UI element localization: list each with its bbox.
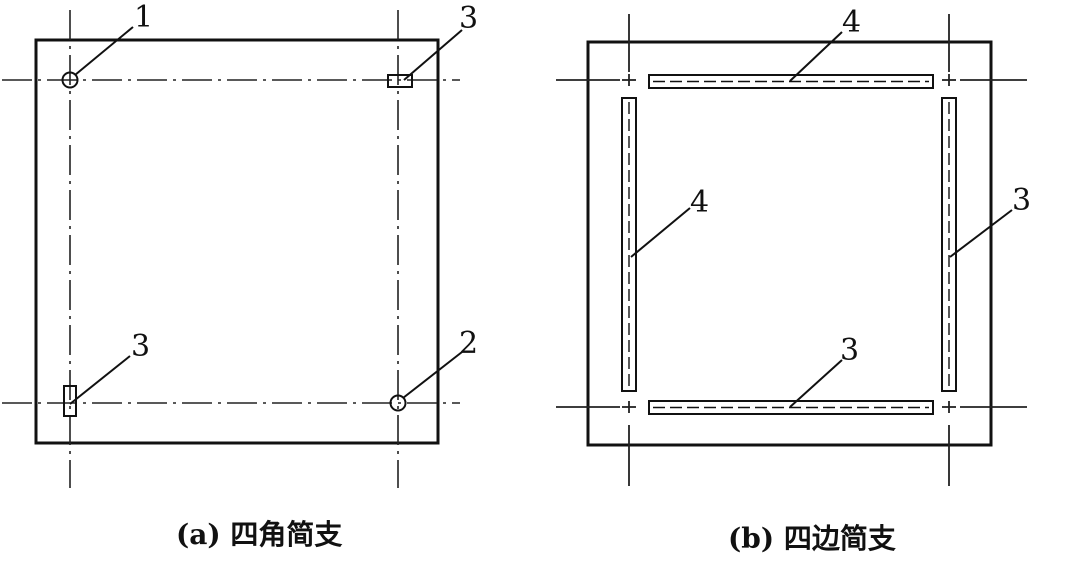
plate-b xyxy=(586,40,993,447)
edge-support-right xyxy=(941,97,957,392)
leader-left xyxy=(630,207,691,258)
label-1: 1 xyxy=(134,0,153,35)
leader-top xyxy=(789,31,843,82)
plate-a xyxy=(34,38,440,445)
label-right: 3 xyxy=(1012,183,1031,218)
diagram-b: 4 3 4 3 (b) 四边简支 xyxy=(556,5,1031,555)
label-left: 4 xyxy=(690,185,709,220)
support-2-pin xyxy=(389,394,407,412)
label-3-bottom-left: 3 xyxy=(131,329,150,364)
edge-support-bottom xyxy=(648,400,934,415)
support-1-pin xyxy=(61,71,79,89)
label-top: 4 xyxy=(842,5,861,40)
support-3-slot-top-right xyxy=(387,74,413,88)
label-3-top-right: 3 xyxy=(459,1,478,36)
label-bottom: 3 xyxy=(840,333,859,368)
caption-b: (b) 四边简支 xyxy=(728,522,896,555)
leader-3b xyxy=(69,355,131,405)
caption-a: (a) 四角简支 xyxy=(176,518,342,551)
edge-support-top xyxy=(648,74,934,89)
support-3-slot-bottom-left xyxy=(63,385,77,417)
diagram-a: 1 3 3 2 (a) 四角简支 xyxy=(2,0,478,551)
leader-right xyxy=(949,209,1013,258)
leader-bottom xyxy=(789,359,843,408)
corner-crosses xyxy=(622,74,956,413)
leader-3a xyxy=(403,29,463,81)
label-2: 2 xyxy=(459,326,478,361)
leader-1 xyxy=(74,26,134,76)
edge-support-left xyxy=(621,97,637,392)
leader-2 xyxy=(402,351,463,399)
